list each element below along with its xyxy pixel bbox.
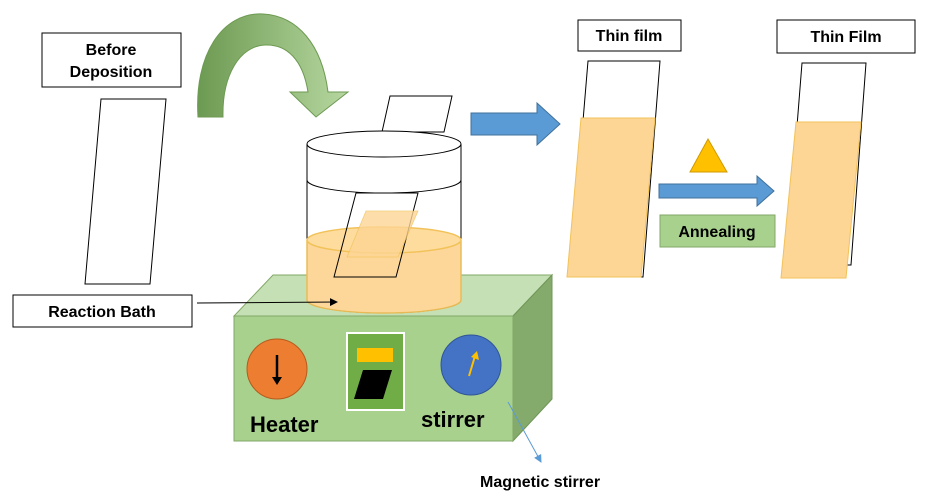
- blank-substrate: [84, 98, 167, 285]
- heat-triangle-icon: [689, 137, 728, 173]
- thin-film-text: Thin film: [596, 28, 663, 45]
- display-panel-icon: [346, 332, 405, 411]
- substrate-in-bath-top: [381, 95, 453, 133]
- curved-arrow-icon: [197, 13, 350, 118]
- thin-film-substrate: [566, 60, 661, 278]
- deposition-arrow-icon: [470, 101, 561, 147]
- annealed-film-substrate: [780, 62, 867, 279]
- reaction-bath-label: Reaction Bath: [12, 294, 193, 328]
- before-line2-text: Deposition: [70, 64, 153, 81]
- reaction-bath-pointer: [196, 298, 338, 307]
- before-deposition-label: Before Deposition: [41, 32, 182, 88]
- thin-film-annealed-label: Thin Film: [776, 19, 916, 54]
- annealing-text: Annealing: [678, 224, 755, 241]
- stirrer-knob-icon: [440, 334, 502, 396]
- heater-label: Heater: [250, 412, 319, 437]
- before-line1-text: Before: [86, 42, 137, 59]
- magnetic-stirrer-pointer: [507, 401, 542, 463]
- thin-film-annealed-text: Thin Film: [810, 29, 881, 46]
- annealing-label: Annealing: [659, 214, 776, 248]
- reaction-bath-text: Reaction Bath: [48, 304, 156, 321]
- magnetic-stirrer-label: Magnetic stirrer: [480, 474, 600, 491]
- stirrer-label: stirrer: [421, 407, 485, 432]
- thin-film-label: Thin film: [577, 19, 682, 52]
- annealing-arrow-icon: [658, 174, 775, 208]
- heater-knob-icon: [246, 338, 308, 400]
- beaker: [306, 130, 462, 314]
